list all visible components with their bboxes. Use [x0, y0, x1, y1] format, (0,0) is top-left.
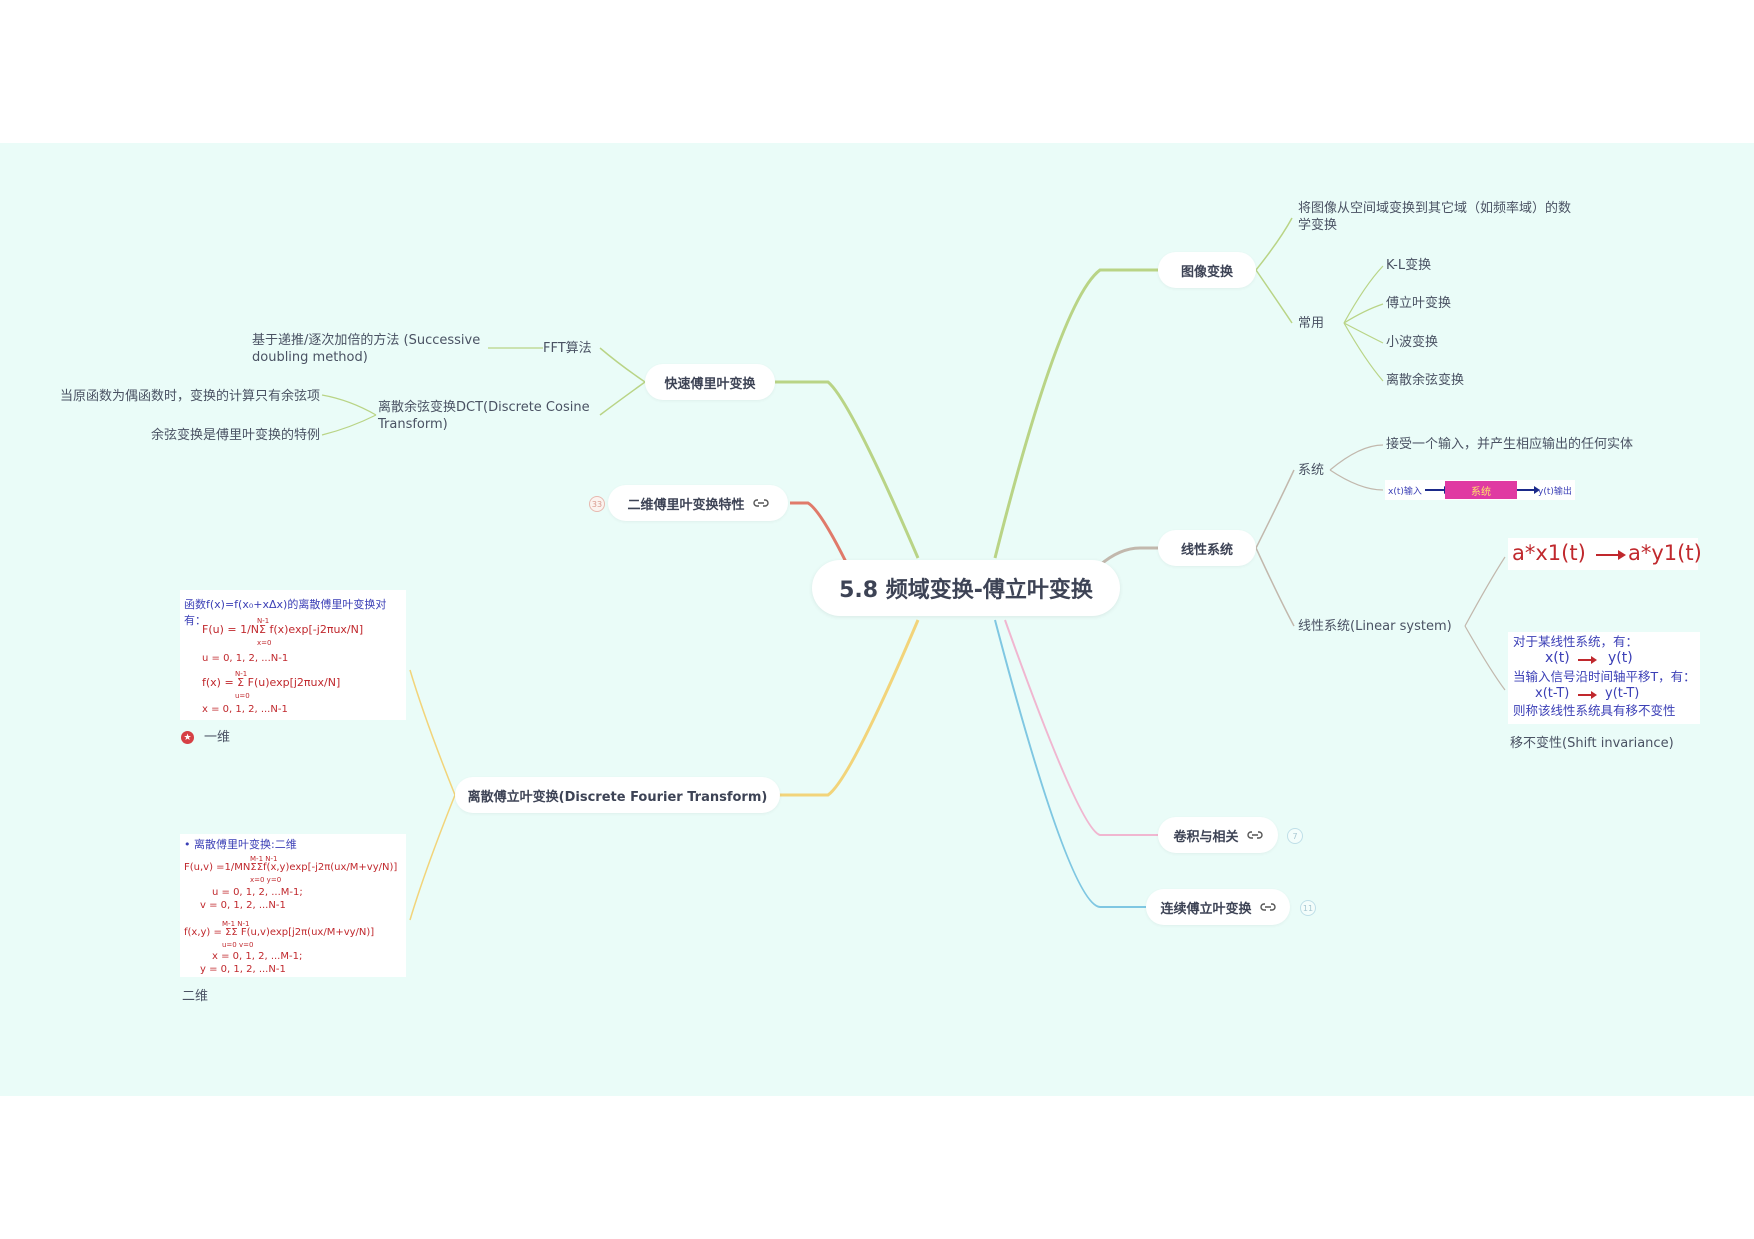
- subtopic-fft[interactable]: FFT算法: [543, 341, 592, 356]
- dft-2d-range1a: u = 0, 1, 2, ...M-1;: [212, 887, 303, 898]
- common-item-wavelet[interactable]: 小波变换: [1386, 335, 1439, 350]
- link-icon[interactable]: [1246, 830, 1263, 840]
- system-input-label: x(t)输入: [1388, 487, 1422, 497]
- dct-item-even: 当原函数为偶函数时，变换的计算只有余弦项: [59, 389, 320, 404]
- system-output-label: y(t)输出: [1538, 487, 1572, 497]
- shift-yt: y(t): [1608, 650, 1633, 666]
- dft-1d-title: 函数f(x)=f(x₀+xΔx)的离散傅里叶变换对有：: [184, 598, 387, 627]
- topic-dft[interactable]: 离散傅立叶变换(Discrete Fourier Transform): [455, 777, 780, 813]
- continuous-ft-count-badge[interactable]: 11: [1300, 900, 1316, 916]
- dft-1d-box: 函数f(x)=f(x₀+xΔx)的离散傅里叶变换对有： N-1 F(u) = 1…: [180, 590, 406, 720]
- common-item-dct[interactable]: 离散余弦变换: [1386, 373, 1465, 388]
- star-icon: ★: [181, 731, 194, 744]
- system-input-arrow: [1425, 489, 1445, 491]
- dft-1d-range2: x = 0, 1, 2, ...N-1: [202, 704, 288, 715]
- arrow-head-icon: [1591, 691, 1597, 699]
- fft-desc: 基于递推/逐次加倍的方法 (Successive doubling method…: [252, 333, 481, 365]
- dft-2d-range1b: v = 0, 1, 2, ...N-1: [200, 900, 286, 911]
- dft-2d-box: • 离散傅里叶变换:二维 M-1 N-1 F(u,v) =1/MNΣΣf(x,y…: [180, 834, 406, 977]
- ft2d-props-label: 二维傅里叶变换特性: [627, 497, 745, 513]
- dft-1d-caption[interactable]: 一维: [204, 730, 231, 745]
- link-icon[interactable]: [1259, 902, 1276, 912]
- dct-item-special: 余弦变换是傅里叶变换的特例: [150, 428, 320, 443]
- scaling-left: a*x1(t): [1512, 541, 1586, 565]
- shift-line1: 对于某线性系统，有：: [1513, 634, 1639, 649]
- topic-linear-system[interactable]: 线性系统: [1158, 530, 1256, 566]
- shift-line2: 当输入信号沿时间轴平移T，有：: [1513, 669, 1696, 684]
- topic-image-transform[interactable]: 图像变换: [1158, 252, 1256, 288]
- topic-convolution[interactable]: 卷积与相关: [1158, 817, 1278, 853]
- shift-invariance-label: 移不变性(Shift invariance): [1510, 736, 1674, 751]
- image-transform-desc: 将图像从空间域变换到其它域（如频率域）的数学变换: [1298, 201, 1572, 233]
- arrow-head-icon: [1618, 550, 1626, 560]
- scaling-right: a*y1(t): [1628, 541, 1702, 565]
- common-item-ft[interactable]: 傅立叶变换: [1386, 296, 1452, 311]
- dft-1d-eq2: f(x) = Σ F(u)exp[j2πux/N]: [202, 676, 341, 689]
- link-icon[interactable]: [752, 498, 769, 508]
- system-diagram: x(t)输入 系统 y(t)输出: [1385, 480, 1575, 500]
- shift-line3: 则称该线性系统具有移不变性: [1513, 703, 1676, 718]
- continuous-ft-label: 连续傅立叶变换: [1160, 901, 1252, 917]
- subtopic-linear-system[interactable]: 线性系统(Linear system): [1298, 619, 1452, 634]
- shift-xt: x(t): [1545, 650, 1570, 666]
- shift-ytT: y(t-T): [1605, 686, 1640, 701]
- convolution-count-badge[interactable]: 7: [1287, 828, 1303, 844]
- dft-2d-caption[interactable]: 二维: [182, 989, 209, 1004]
- ft2d-count-badge[interactable]: 33: [589, 496, 605, 512]
- scaling-box: a*x1(t) a*y1(t): [1508, 538, 1702, 570]
- scaling-arrow: [1596, 554, 1620, 556]
- shift-xtT: x(t-T): [1535, 686, 1570, 701]
- system-box: 系统: [1445, 481, 1517, 499]
- system-desc: 接受一个输入，并产生相应输出的任何实体: [1386, 437, 1634, 452]
- shift-invariance-box: 对于某线性系统，有： x(t) y(t) 当输入信号沿时间轴平移T，有： x(t…: [1508, 632, 1700, 724]
- arrow-head-icon: [1591, 656, 1597, 664]
- common-item-kl[interactable]: K-L变换: [1386, 258, 1432, 273]
- dft-2d-range2a: x = 0, 1, 2, ...M-1;: [212, 951, 303, 962]
- subtopic-common[interactable]: 常用: [1298, 316, 1325, 331]
- topic-fast-ft[interactable]: 快速傅里叶变换: [645, 364, 775, 400]
- dft-2d-range2b: y = 0, 1, 2, ...N-1: [200, 964, 286, 975]
- topic-continuous-ft[interactable]: 连续傅立叶变换: [1146, 889, 1290, 925]
- topic-ft2d-props[interactable]: 二维傅里叶变换特性: [608, 485, 788, 521]
- dft-2d-eq2: f(x,y) = ΣΣ F(u,v)exp[j2π(ux/M+vy/N)]: [184, 927, 375, 938]
- dft-2d-eq1: F(u,v) =1/MNΣΣf(x,y)exp[-j2π(ux/M+vy/N)]: [184, 862, 398, 873]
- central-topic[interactable]: 5.8 频域变换-傅立叶变换: [812, 560, 1120, 616]
- subtopic-dct[interactable]: 离散余弦变换DCT(Discrete Cosine Transform): [378, 400, 590, 432]
- dft-1d-range1: u = 0, 1, 2, ...N-1: [202, 653, 289, 664]
- dft-1d-eq1: F(u) = 1/NΣ f(x)exp[-j2πux/N]: [202, 623, 364, 636]
- subtopic-system[interactable]: 系统: [1298, 463, 1325, 478]
- dft-2d-title: • 离散傅里叶变换:二维: [184, 838, 297, 851]
- convolution-label: 卷积与相关: [1173, 829, 1239, 845]
- system-output-arrow: [1517, 489, 1535, 491]
- arrow-head-icon: [1534, 486, 1540, 494]
